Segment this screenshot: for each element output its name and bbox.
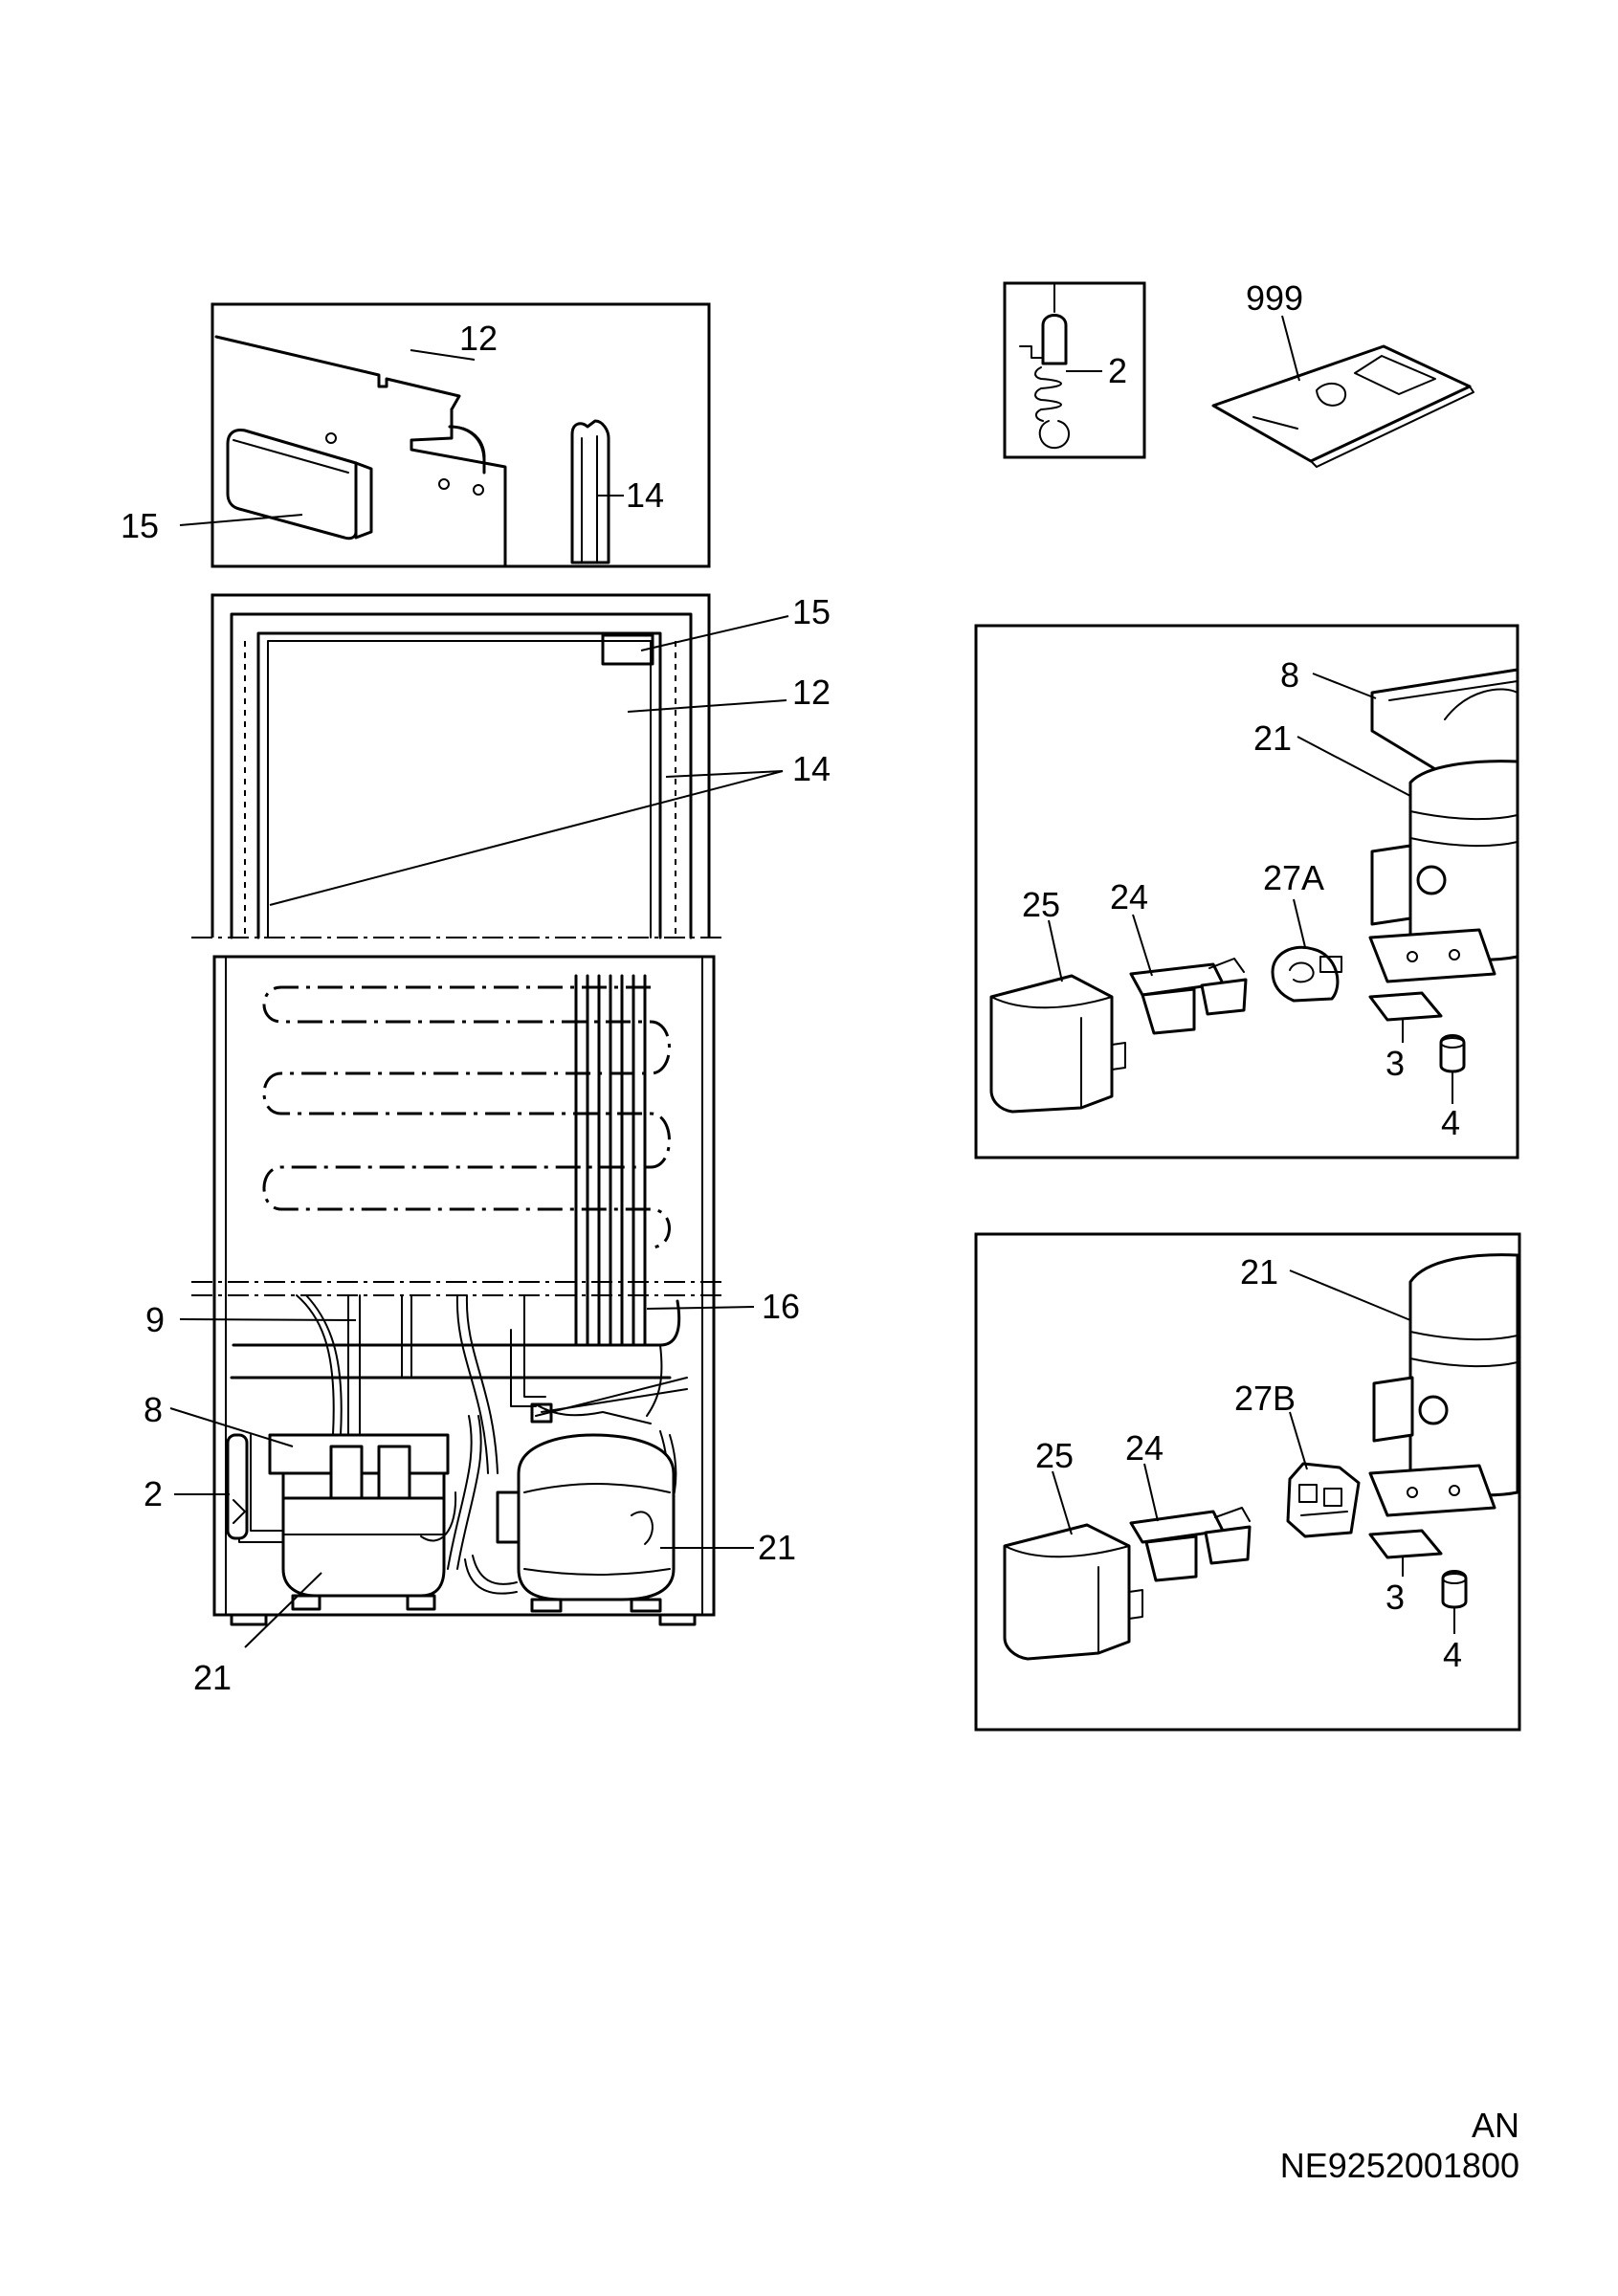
- leader-cabinet-21-bottom: [244, 1572, 322, 1648]
- callout-cabinet-8: 8: [144, 1390, 163, 1429]
- cabinet-part-2: [226, 1433, 249, 1540]
- callout-kit-a-4: 4: [1441, 1103, 1460, 1142]
- callout-cabinet-21-bottom: 21: [193, 1658, 232, 1697]
- callout-kit-a-25: 25: [1022, 885, 1060, 924]
- callout-kit-b-4: 4: [1443, 1635, 1462, 1674]
- door-panel-part-12: [214, 335, 507, 568]
- callout-kit-b-21: 21: [1240, 1252, 1278, 1292]
- kit-b-grommet-4: [1441, 1570, 1468, 1609]
- leader-cabinet-8: [169, 1407, 294, 1447]
- document-footer: AN NE9252001800: [1280, 2106, 1519, 2185]
- kit-b-frame: [974, 1232, 1521, 1732]
- callout-cabinet-16: 16: [762, 1287, 800, 1326]
- callout-kit-a-27A: 27A: [1263, 858, 1324, 897]
- document-code: NE9252001800: [1280, 2146, 1519, 2185]
- sensor-detail-frame: [1003, 281, 1146, 459]
- compressor-kit-a-panel: 8 21 25 24 27A 3 4: [974, 624, 1519, 1159]
- cabinet-upper-section: 15 12 14: [191, 592, 831, 939]
- leader-kit-b-25: [1052, 1470, 1073, 1535]
- kit-b-harness-24: [1129, 1507, 1252, 1582]
- sensor-detail-panel: 2: [1003, 281, 1146, 459]
- callout-12: 12: [459, 319, 498, 358]
- callout-cabinet-12: 12: [792, 673, 831, 712]
- callout-kit-b-27B: 27B: [1234, 1379, 1296, 1418]
- leader-cabinet-15: [640, 615, 789, 651]
- cabinet-lower-section: 9 16 8 2 21 21: [144, 955, 800, 1697]
- kit-a-cover-25: [989, 974, 1126, 1114]
- kit-a-bracket-3: [1368, 991, 1443, 1022]
- kit-a-grommet-4: [1439, 1034, 1466, 1073]
- callout-kit-a-3: 3: [1385, 1044, 1405, 1083]
- right-compressor-assembly: [464, 1433, 676, 1613]
- kit-a-tray-8: [1370, 668, 1519, 777]
- callout-15: 15: [121, 506, 159, 545]
- leader-cabinet-9: [179, 1318, 357, 1321]
- kit-a-harness-24: [1129, 958, 1248, 1035]
- callout-14: 14: [626, 475, 664, 515]
- kit-b-bracket-3: [1368, 1529, 1443, 1559]
- kit-b-compressor-21: [1408, 1253, 1519, 1497]
- callout-cabinet-2: 2: [144, 1474, 163, 1513]
- callout-cabinet-9: 9: [145, 1300, 165, 1339]
- leader-12: [410, 349, 476, 361]
- leader-kit-a-25: [1048, 919, 1063, 982]
- leader-cabinet-14b: [665, 770, 784, 778]
- kit-b-cover-25: [1003, 1523, 1143, 1661]
- door-handle-part-15: [226, 429, 373, 541]
- door-detail-panel: 12 15 14: [121, 302, 711, 568]
- callout-kit-a-8: 8: [1280, 655, 1299, 695]
- leader-cabinet-12: [627, 699, 787, 713]
- leader-kit-b-27B: [1289, 1411, 1308, 1470]
- vertical-tube-bundle: [574, 974, 647, 1347]
- callout-kit-a-24: 24: [1110, 877, 1148, 916]
- callout-kit-b-3: 3: [1385, 1578, 1405, 1617]
- sensor-part-2: [1019, 282, 1070, 450]
- door-gasket-part-14: [570, 419, 610, 564]
- kit-b-relay-27B: [1286, 1462, 1361, 1538]
- handle-recess: [601, 633, 654, 666]
- user-manual-999: 999: [1211, 278, 1474, 468]
- callout-cabinet-15: 15: [792, 592, 831, 631]
- callout-cabinet-14: 14: [792, 749, 831, 788]
- language-code: AN: [1472, 2106, 1519, 2145]
- leader-kit-b-21: [1289, 1269, 1411, 1321]
- leader-kit-a-21: [1297, 736, 1411, 797]
- leader-kit-a-24: [1132, 914, 1153, 977]
- door-detail-frame: [211, 302, 711, 568]
- callout-cabinet-21-right: 21: [758, 1528, 796, 1567]
- leader-cabinet-14a: [269, 770, 784, 906]
- leader-kit-a-8: [1312, 673, 1377, 699]
- kit-a-relay-27A: [1271, 945, 1342, 1003]
- compressor-kit-b-panel: 21 27B 25 24 3 4: [974, 1232, 1521, 1732]
- callout-kit-b-25: 25: [1035, 1436, 1074, 1475]
- leader-kit-b-24: [1143, 1463, 1159, 1522]
- callout-kit-a-21: 21: [1253, 718, 1292, 758]
- leader-15: [179, 514, 303, 526]
- callout-manual-999: 999: [1246, 278, 1303, 318]
- leader-kit-a-27A: [1293, 898, 1306, 948]
- leader-manual-999: [1281, 315, 1300, 382]
- leader-cabinet-16: [646, 1306, 755, 1310]
- callout-kit-b-24: 24: [1125, 1428, 1164, 1468]
- callout-sensor-2: 2: [1108, 351, 1127, 390]
- left-compressor-assembly: [268, 1433, 457, 1611]
- condenser-coil: [262, 985, 671, 1249]
